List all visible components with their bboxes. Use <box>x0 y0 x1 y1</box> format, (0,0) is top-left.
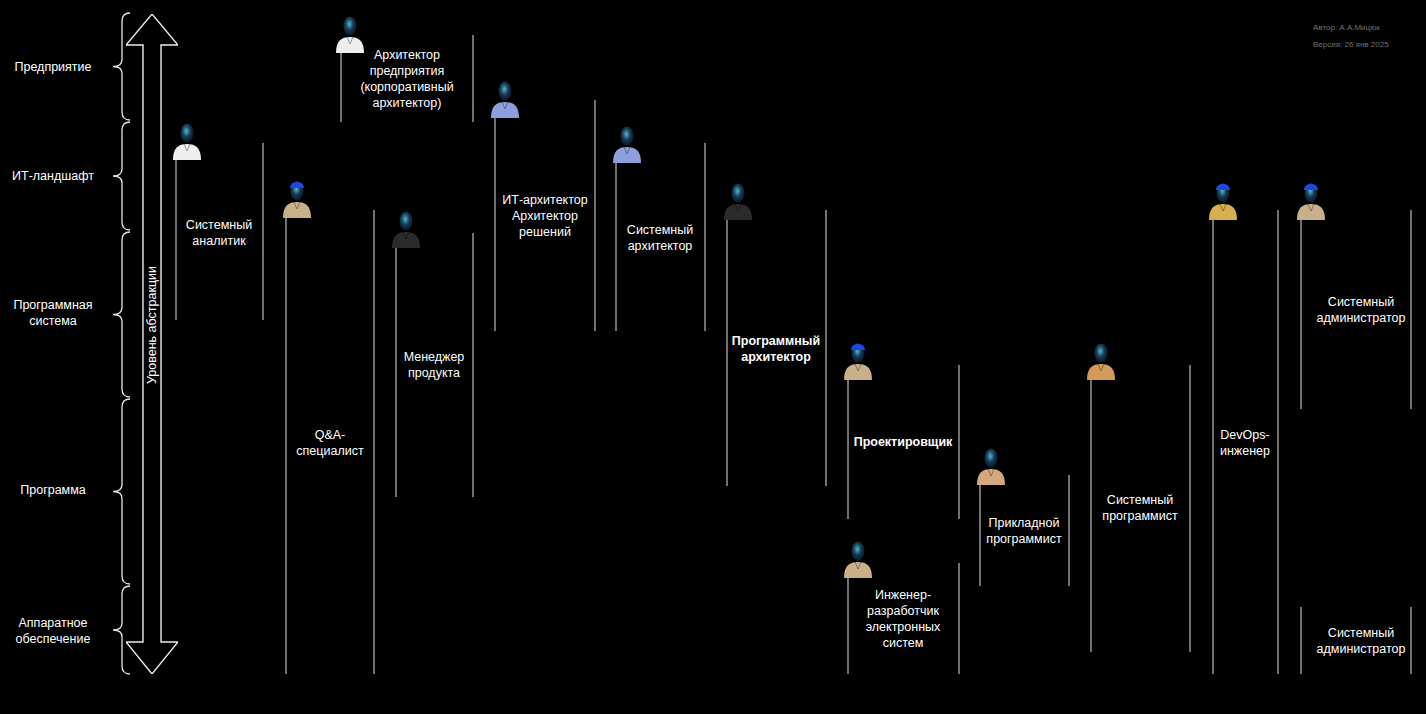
range-line <box>959 563 960 674</box>
role-label: Проектировщик <box>851 434 955 450</box>
role-label: Системный администратор <box>1309 294 1413 326</box>
person-icon <box>1297 184 1325 221</box>
level-label: Предприятие <box>5 59 101 75</box>
range-line <box>473 233 474 497</box>
role-label: Инженер-разработчик электронных систем <box>857 587 949 651</box>
level-label: Аппаратное обеспечение <box>5 615 101 647</box>
abstraction-arrow: Уровень абстракции <box>126 14 178 674</box>
level-label: ИТ-ландшафт <box>5 168 101 184</box>
range-line <box>396 243 397 497</box>
range-line <box>848 372 849 519</box>
hard-hat <box>851 344 865 350</box>
brace <box>113 399 130 584</box>
person-icon <box>283 182 311 219</box>
person-icon <box>844 542 872 579</box>
range-line <box>959 365 960 519</box>
role-label: Архитектор предприятия (корпоративный ар… <box>351 47 463 111</box>
person-icon <box>844 344 872 381</box>
axis-title: Уровень абстракции <box>145 266 159 384</box>
role-label: ИТ-архитектор Архитектор решений <box>497 192 593 240</box>
role-label: Системный архитектор <box>619 222 701 254</box>
role-label: Системный администратор <box>1309 625 1413 657</box>
level-label: Программа <box>5 482 101 498</box>
role-label: Системный программист <box>1093 492 1187 524</box>
range-line <box>826 210 827 486</box>
range-line <box>1411 607 1412 674</box>
range-line <box>980 478 981 586</box>
person-icon <box>392 212 420 249</box>
person-icon <box>613 127 641 164</box>
range-line <box>473 35 474 122</box>
version-note: Версия: 26 янв 2025 <box>1313 40 1389 50</box>
hard-hat <box>1216 184 1230 190</box>
brace <box>113 232 130 397</box>
range-line <box>1190 365 1191 652</box>
range-line <box>1213 212 1214 674</box>
range-line <box>595 100 596 331</box>
range-line <box>1278 210 1279 674</box>
role-label: Менеджер продукта <box>398 349 470 381</box>
author-note: Автор: А.А.Мицюк <box>1313 23 1380 33</box>
person-icon <box>491 82 519 119</box>
person-icon <box>724 184 752 221</box>
range-line <box>1301 212 1302 409</box>
brace <box>113 122 130 230</box>
level-braces <box>113 13 130 674</box>
range-line <box>286 212 287 674</box>
role-label: Q&A-специалист <box>289 427 371 459</box>
person-icon <box>173 124 201 161</box>
range-line <box>374 210 375 674</box>
hard-hat <box>290 182 304 188</box>
range-lines <box>176 35 1411 674</box>
person-icon <box>977 449 1005 486</box>
level-label: Программная система <box>5 297 101 329</box>
person-icons <box>173 17 1325 579</box>
range-line <box>1301 607 1302 674</box>
person-icon <box>336 17 364 54</box>
range-line <box>495 110 496 331</box>
role-label: Прикладной программист <box>982 515 1066 547</box>
range-line <box>341 45 342 122</box>
role-label: Программный архитектор <box>729 333 823 365</box>
range-line <box>1091 372 1092 652</box>
person-icon <box>1209 184 1237 221</box>
range-line <box>848 572 849 674</box>
range-line <box>1069 475 1070 586</box>
role-label: Системный аналитик <box>179 217 259 249</box>
brace <box>113 586 130 674</box>
person-icon <box>1087 344 1115 381</box>
brace <box>113 13 130 120</box>
hard-hat <box>1304 184 1318 190</box>
range-line <box>263 143 264 320</box>
role-label: DevOps-инженер <box>1215 427 1275 459</box>
range-line <box>616 155 617 331</box>
range-line <box>1411 210 1412 409</box>
range-line <box>176 155 177 320</box>
range-line <box>727 212 728 486</box>
range-line <box>705 143 706 331</box>
arrow-shape <box>126 14 178 674</box>
